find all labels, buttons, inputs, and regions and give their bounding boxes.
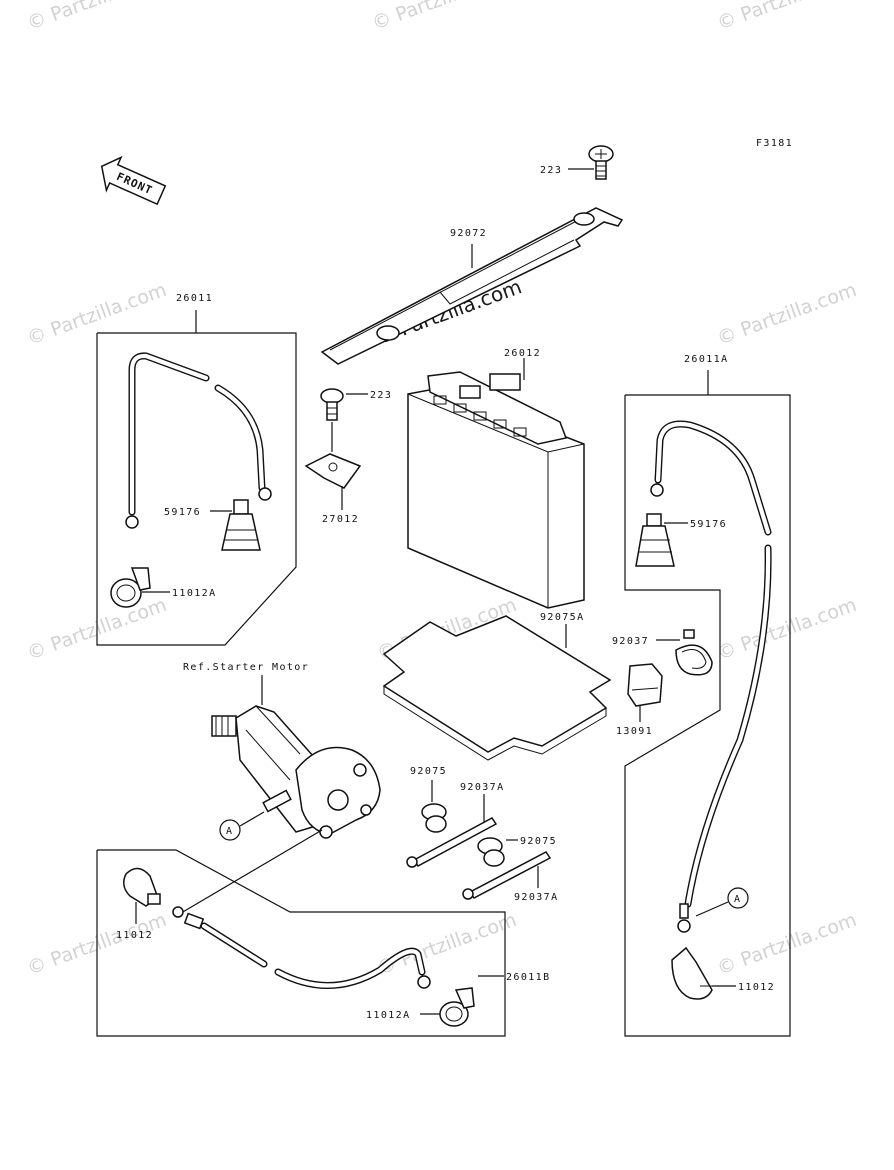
part-label-92072: 92072 [450,228,487,239]
part-label-223: 223 [540,165,562,176]
part-label-59176: 59176 [164,507,201,518]
ref-marker-a [219,819,241,841]
terminal-cap-right [635,513,675,567]
grommet-2 [477,837,505,867]
kit-outline-bottom [96,849,506,1037]
watermark: © Partzilla.com [24,0,169,35]
watermark: © Partzilla.com [714,909,859,980]
part-label-92037: 92037 [612,636,649,647]
clamp [675,629,713,676]
leader-line [239,811,265,827]
starter-motor [211,705,381,839]
battery-strap [320,207,624,365]
part-label-223-mid: 223 [370,390,392,401]
part-label-92075-1: 92075 [410,766,447,777]
part-label-92075A: 92075A [540,612,585,623]
watermark: © Partzilla.com [714,594,859,665]
part-label-92037A-2: 92037A [514,892,559,903]
kit-outline-left [96,332,297,646]
terminal-cover-bottom [439,987,475,1027]
part-label-92037A-1: 92037A [460,782,505,793]
battery-cable-left [125,352,272,529]
battery-cable-bottom [172,906,431,989]
part-label-13091: 13091 [616,726,653,737]
band-2 [462,851,552,900]
bolt-icon [320,388,344,421]
part-label-11012A-bottom: 11012A [366,1010,411,1021]
watermark: © Partzilla.com [369,0,514,35]
ref-note: Ref.Starter Motor [183,662,309,673]
part-label-11012: 11012 [116,930,153,941]
leader-line [695,901,729,917]
band-1 [406,817,498,868]
part-label-26011A: 26011A [684,354,729,365]
part-label-26011B: 26011B [506,972,551,983]
battery-pad [382,615,612,761]
part-label-27012: 27012 [322,514,359,525]
part-label-11012A: 11012A [172,588,217,599]
terminal-cover-bottom-left [123,867,161,907]
battery [407,371,585,609]
front-arrow-icon: FRONT [100,155,167,206]
figure-id: F3181 [756,138,793,149]
terminal-cover-right [671,946,716,1000]
grommet-1 [421,803,447,833]
watermark: © Partzilla.com [714,0,859,35]
leader-line [175,829,323,917]
part-label-59176-right: 59176 [690,519,727,530]
bracket [304,453,362,489]
kit-outline-right [624,394,791,1037]
part-label-26012: 26012 [504,348,541,359]
watermark: © Partzilla.com [714,279,859,350]
battery-cable-right [650,420,772,933]
ref-label-a-left: A [226,826,233,837]
ref-label-a-right: A [734,894,741,905]
watermark: © Partzilla.com [374,909,519,980]
terminal-cap-small [627,663,663,707]
bolt-icon [588,145,614,180]
part-label-11012-right: 11012 [738,982,775,993]
part-label-26011: 26011 [176,293,213,304]
terminal-cap-left [221,499,261,551]
ref-marker-a [727,887,749,909]
terminal-cover-left [110,567,151,608]
part-label-92075-2: 92075 [520,836,557,847]
